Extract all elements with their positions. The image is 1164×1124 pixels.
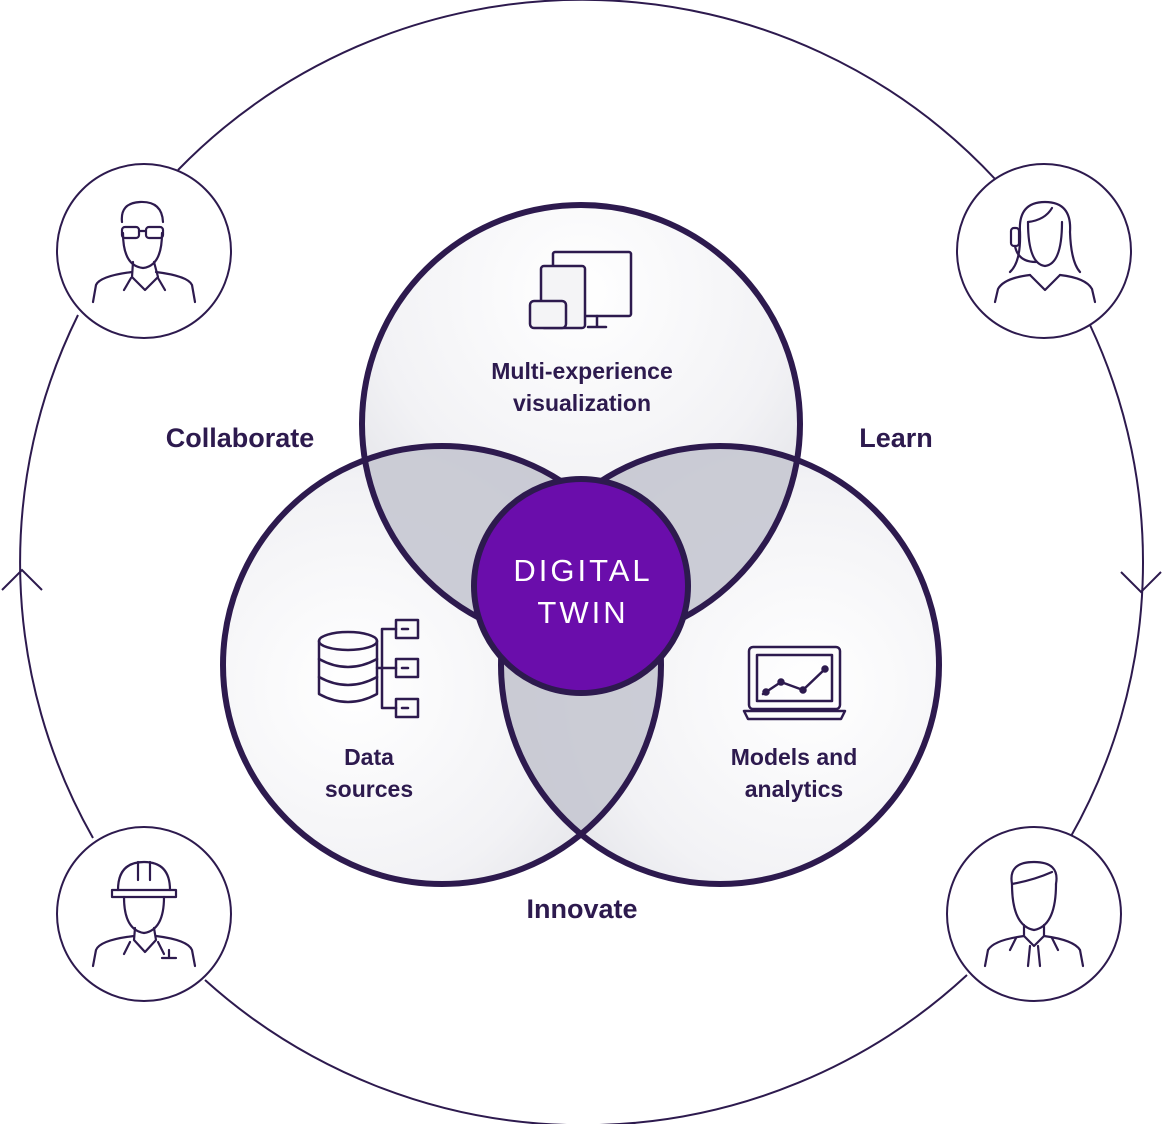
label-learn: Learn [859,423,933,453]
persona-collaborator [56,163,232,339]
venn-outlines [220,202,942,887]
person-hardhat-icon [91,860,197,968]
person-headset-icon [993,200,1097,304]
label-innovate: Innovate [526,894,637,924]
label-collaborate: Collaborate [166,423,315,453]
persona-innovator [56,826,232,1002]
venn-left-label-line2: sources [325,776,413,802]
venn-right-label-line1: Models and [731,744,858,770]
venn-right-label-line2: analytics [745,776,843,802]
persona-learner [956,163,1132,339]
venn-top-label-line2: visualization [513,390,651,416]
person-glasses-icon [91,200,197,304]
venn-top-label-line1: Multi-experience [491,358,673,384]
core-label-line2: TWIN [537,595,628,630]
persona-executive [946,826,1122,1002]
chevron-down-icon [1120,571,1162,594]
database-icon [317,618,420,719]
devices-icon [528,250,633,330]
digital-twin-core: DIGITAL TWIN [471,476,691,696]
cycle-ring [19,0,1144,1124]
core-label-line1: DIGITAL [513,553,652,588]
venn-circle-right [498,443,942,887]
venn-circle-left [220,443,664,887]
chevron-up-icon [1,568,43,591]
venn-left-label-line1: Data [344,744,394,770]
laptop-chart-icon [742,645,847,721]
person-tie-icon [983,860,1085,968]
